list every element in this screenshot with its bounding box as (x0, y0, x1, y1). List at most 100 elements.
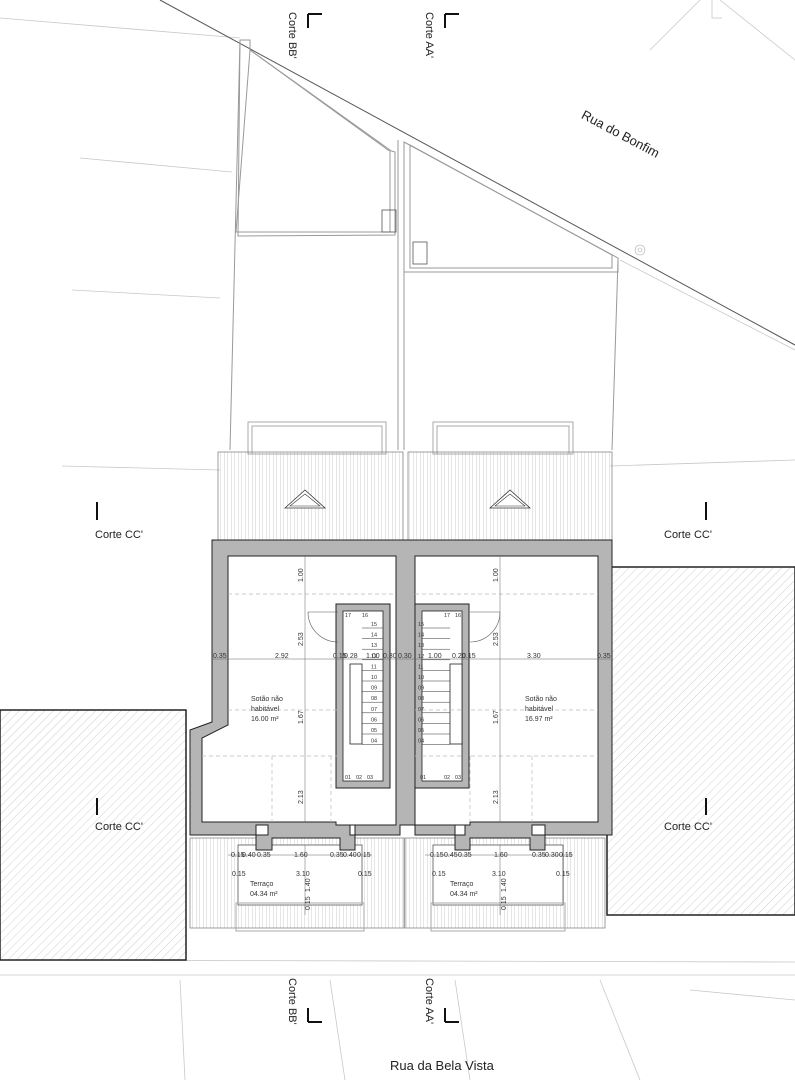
dim-stair-right: 1.00 (428, 653, 442, 660)
stair-step-number: 02 (356, 775, 362, 781)
stair-step-number: 17 (345, 613, 351, 619)
dim-depth-2-right: 2.53 (493, 632, 500, 646)
dim-depth-3-left: 1.67 (298, 710, 305, 724)
dim-t-right-depth: 1.40 (501, 878, 508, 892)
dimension-lines (212, 556, 612, 915)
terrace-left-name: Terraço (250, 881, 273, 888)
section-markers (96, 13, 707, 1023)
stair-step-number: 07 (371, 707, 377, 713)
dim-depth-2-left: 2.53 (298, 632, 305, 646)
dim-gap-a-left: 0.15 (333, 653, 347, 660)
dim-left-width: 2.92 (275, 653, 289, 660)
tree-icon (634, 244, 646, 256)
stair-step-number: 06 (418, 717, 424, 723)
stair-step-number: 16 (455, 613, 461, 619)
stair-step-number: 05 (371, 728, 377, 734)
dim-gap-c: 0.20 (452, 653, 466, 660)
dim-depth-top-right: 1.00 (493, 568, 500, 582)
dim-depth-4-right: 2.13 (493, 790, 500, 804)
stair-step-number: 17 (444, 613, 450, 619)
dim-t-right-030: 0.30 (545, 852, 559, 859)
dim-t-left-035a: 0.35 (257, 852, 271, 859)
dim-stair-left: 1.00 (366, 653, 380, 660)
cut-label-bb-bottom: Corte BB' (286, 978, 298, 1025)
dim-right-width: 3.30 (527, 653, 541, 660)
dim-t-right-015e: 0.15 (501, 896, 508, 910)
street-label-bonfim: Rua do Bonfim (579, 107, 662, 161)
dim-t-left-015b: 0.15 (357, 852, 371, 859)
plot-outlines (229, 39, 619, 451)
dim-wall-inner-b: 0.30 (398, 653, 412, 660)
stair-step-number: 14 (418, 633, 424, 639)
stair-step-number: 13 (371, 643, 377, 649)
dim-depth-4-left: 2.13 (298, 790, 305, 804)
stair-step-number: 08 (418, 696, 424, 702)
stair-step-number: 12 (371, 654, 377, 660)
terrace-left-area: 04.34 m² (250, 891, 278, 898)
dim-gap-b: 0.28 (344, 653, 358, 660)
stair-step-number: 01 (345, 775, 351, 781)
stair-step-number: 11 (371, 664, 377, 670)
dim-t-right-045: 0.45 (444, 852, 458, 859)
cut-label-cc-right-top: Corte CC' (664, 529, 712, 541)
cut-label-cc-right-bottom: Corte CC' (664, 821, 712, 833)
terrace-right-name: Terraço (450, 881, 473, 888)
stair-step-number: 16 (362, 613, 368, 619)
dim-gap-a-right: 0.15 (462, 653, 476, 660)
dim-t-left-040: 0.40 (242, 852, 256, 859)
stair-step-number: 10 (371, 675, 377, 681)
stair-step-number: 11 (418, 664, 424, 670)
upper-balconies (247, 421, 574, 455)
stair-step-number: 12 (418, 654, 424, 660)
terrace-right-area: 04.34 m² (450, 891, 478, 898)
stair-step-number: 01 (420, 775, 426, 781)
stair-step-number: 07 (418, 707, 424, 713)
dim-wall-right: 0.35 (597, 653, 611, 660)
dim-t-right-015c: 0.15 (432, 871, 446, 878)
dim-t-left-depth: 1.40 (305, 878, 312, 892)
building-walls (189, 539, 613, 851)
cut-label-bb-top: Corte BB' (286, 12, 298, 59)
street-edge (159, 0, 795, 346)
stair-step-number: 10 (418, 675, 424, 681)
dim-t-left-015e: 0.15 (305, 896, 312, 910)
stair-step-number: 08 (371, 696, 377, 702)
stair-step-number: 03 (455, 775, 461, 781)
stair-step-number: 13 (418, 643, 424, 649)
dim-depth-3-right: 1.67 (493, 710, 500, 724)
chimney-boxes (381, 209, 428, 265)
dim-t-right-015a: 0.15 (430, 852, 444, 859)
stair-step-number: 06 (371, 717, 377, 723)
stair-step-number: 03 (367, 775, 373, 781)
stair-step-number: 04 (371, 739, 377, 745)
street-label-bela-vista: Rua da Bela Vista (390, 1058, 495, 1073)
stair-step-number: 15 (371, 622, 377, 628)
cut-label-cc-left-bottom: Corte CC' (95, 821, 143, 833)
dashed-guides (202, 593, 598, 822)
stair-step-number: 04 (418, 739, 424, 745)
cut-label-aa-top: Corte AA' (423, 12, 435, 58)
dim-t-left-040b: 0.40 (343, 852, 357, 859)
stair-step-number: 02 (444, 775, 450, 781)
room-left-area: 16.00 m² (251, 716, 279, 723)
dim-t-left-035b: 0.35 (330, 852, 344, 859)
room-left-name-1: Sotão não (251, 696, 283, 703)
dim-t-left-015a: 0.15 (231, 852, 245, 859)
room-right-name-1: Sotão não (525, 696, 557, 703)
dim-t-left-015c: 0.15 (232, 871, 246, 878)
dim-t-left-015d: 0.15 (358, 871, 372, 878)
roof-top (217, 451, 613, 541)
dim-t-left-width: 3.10 (296, 871, 310, 878)
room-left-name-2: habitável (251, 706, 279, 713)
dim-t-right-015b: 0.15 (559, 852, 573, 859)
dim-t-right-width: 3.10 (492, 871, 506, 878)
stair-step-number: 05 (418, 728, 424, 734)
stair-treads (362, 627, 450, 745)
dim-wall-inner-a: 0.30 (383, 653, 397, 660)
neighbour-buildings (0, 566, 795, 961)
cut-label-cc-left-top: Corte CC' (95, 529, 143, 541)
roof-bottom (189, 837, 606, 932)
